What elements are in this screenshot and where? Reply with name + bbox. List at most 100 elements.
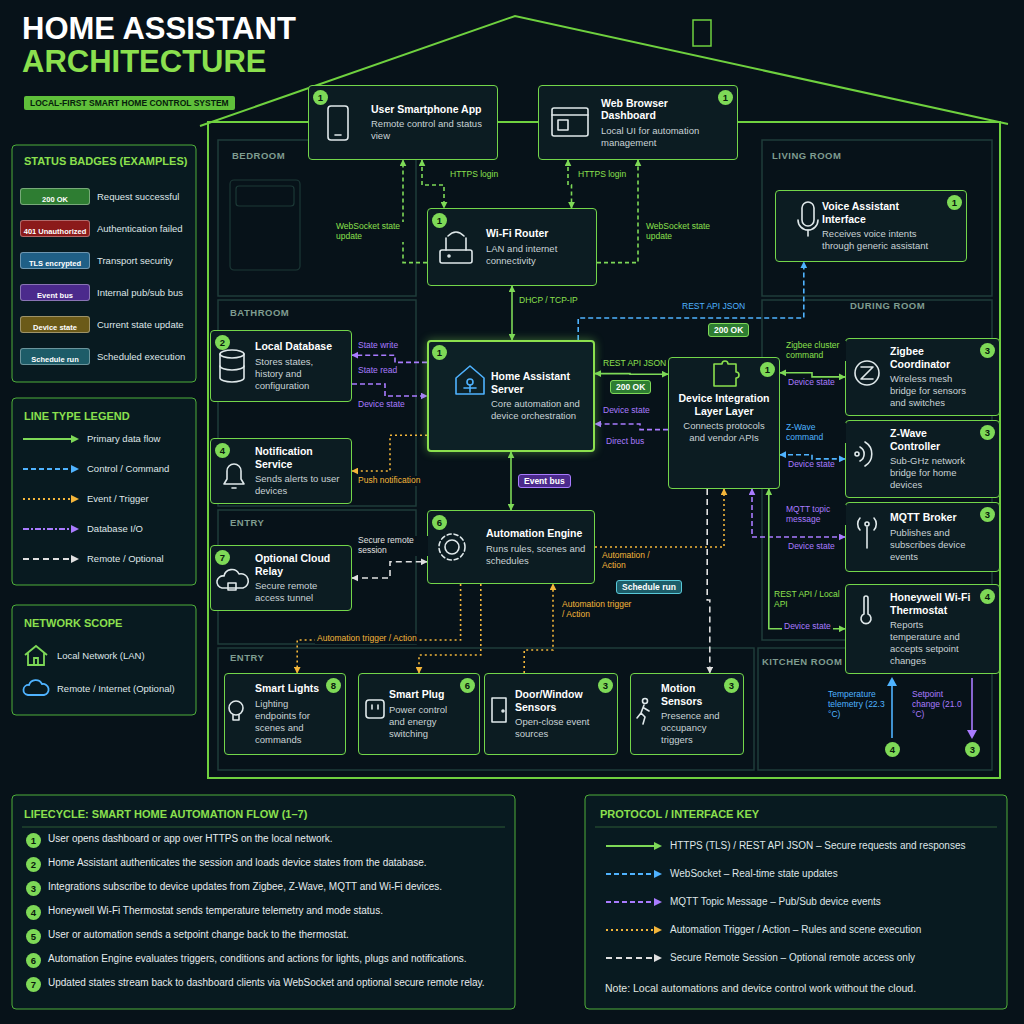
- legend-row: Secure Remote Session – Optional remote …: [605, 952, 915, 963]
- legend-line: [606, 901, 655, 903]
- legend-text: WebSocket – Real-time state updates: [670, 868, 838, 879]
- legend-text: HTTPS (TLS) / REST API JSON – Secure req…: [670, 840, 966, 851]
- callout-number: 3: [980, 507, 995, 522]
- legend-row: Event busInternal pub/sub bus: [20, 284, 183, 301]
- legend-row: Primary data flow: [22, 433, 160, 444]
- lifecycle-step: Honeywell Wi-Fi Thermostat sends tempera…: [48, 905, 506, 916]
- connector: [578, 262, 804, 340]
- device-icons-part: [874, 518, 876, 530]
- box-body: Stores states, history and configuration: [255, 356, 343, 392]
- badge-text: 200 OK: [42, 195, 68, 204]
- legend-arrowhead: [71, 525, 79, 533]
- callout-number: 7: [215, 550, 230, 565]
- panel-frames-part: [585, 795, 1007, 1009]
- footnote: Note: Local automations and device contr…: [605, 982, 997, 994]
- connector: [780, 373, 845, 377]
- connector-label: REST API / Local API: [772, 590, 842, 610]
- device-icons-part: [220, 354, 244, 382]
- box-title: Optional Cloud Relay: [255, 552, 343, 577]
- box-body: Open-close event sources: [515, 716, 595, 740]
- callout-number: 4: [215, 443, 230, 458]
- panel-heading: LINE TYPE LEGEND: [24, 410, 192, 422]
- connector-label: REST API JSON: [680, 302, 747, 312]
- badge-text: Schedule run: [31, 355, 79, 364]
- connector-label: Setpoint change (21.0 °C): [910, 690, 970, 719]
- legend-row: TLS encryptedTransport security: [20, 252, 173, 269]
- room-label: ENTRY: [230, 517, 264, 528]
- component-box: Notification ServiceSends alerts to user…: [210, 438, 352, 504]
- bed-sketch-part: [236, 186, 294, 206]
- legend-row: Remote / Optional: [22, 553, 164, 564]
- status-badge: 200 OK: [708, 323, 749, 337]
- status-badge-swatch: Schedule run: [20, 348, 90, 365]
- box-title: Local Database: [255, 340, 343, 353]
- legend-line: [23, 558, 72, 560]
- connector: [352, 355, 427, 362]
- connector-label: Device state: [786, 542, 837, 552]
- connector-label: WebSocket state update: [644, 222, 718, 242]
- legend-arrowhead: [654, 898, 662, 906]
- thermostat-leader-lines: [887, 677, 977, 739]
- legend-sample: [22, 434, 80, 444]
- legend-row: Schedule runScheduled execution: [20, 348, 185, 365]
- thermostat-leader-lines-part: [971, 678, 973, 732]
- legend-text: Current state update: [97, 319, 184, 330]
- device-icons-part: [465, 238, 467, 250]
- legend-arrowhead: [71, 465, 79, 473]
- legend-row: Local Network (LAN): [22, 643, 145, 667]
- callout-number: 3: [965, 742, 980, 757]
- device-icons-part: [232, 487, 236, 489]
- legend-text: Request successful: [97, 191, 179, 202]
- room-walls-part: [762, 140, 992, 296]
- connector: [524, 584, 553, 673]
- callout-number: 3: [980, 425, 995, 440]
- connector: [780, 455, 845, 459]
- legend-arrowhead: [654, 842, 662, 850]
- component-box: Z-Wave ControllerSub-GHz network bridge …: [845, 420, 1000, 498]
- legend-sample: [605, 897, 663, 907]
- device-icons-part: [328, 106, 348, 140]
- box-title: Home Assistant Server: [491, 370, 585, 395]
- legend-text: Control / Command: [87, 463, 169, 474]
- legend-row: Database I/O: [22, 523, 143, 534]
- thermostat-leader-lines-part: [887, 677, 897, 686]
- thermostat-leader-lines-part: [967, 730, 977, 739]
- legend-text: Authentication failed: [97, 223, 183, 234]
- legend-row: 200 OK Request successful: [20, 188, 179, 205]
- legend-text: Transport security: [97, 255, 173, 266]
- connector-label: Device state: [356, 400, 407, 410]
- callout-number: 6: [26, 953, 41, 968]
- box-body: Runs rules, scenes and schedules: [486, 543, 586, 567]
- device-icons-part: [855, 361, 879, 385]
- component-box: User Smartphone AppRemote control and st…: [308, 85, 498, 160]
- callout-number: 1: [947, 195, 962, 210]
- lan-house-icon: [25, 646, 47, 665]
- legend-text: Automation Trigger / Action – Rules and …: [670, 924, 921, 935]
- legend-arrowhead: [654, 954, 662, 962]
- connector-label: HTTPS login: [576, 170, 628, 180]
- callout-number: 1: [313, 90, 328, 105]
- diagram-title: HOME ASSISTANT ARCHITECTURE: [22, 12, 312, 79]
- device-icons-part: [440, 250, 472, 263]
- status-badge-swatch: 401 Unauthorized: [20, 220, 90, 237]
- device-icons: [217, 106, 879, 724]
- legend-row: MQTT Topic Message – Pub/Sub device even…: [605, 896, 881, 907]
- status-badge-swatch: 200 OK: [20, 188, 90, 205]
- connector-label: Zigbee cluster command: [784, 341, 846, 361]
- device-icons-part: [865, 522, 869, 526]
- component-box: MQTT BrokerPublishes and subscribes devi…: [845, 502, 1000, 572]
- callout-number: 1: [718, 90, 733, 105]
- legend-line: [606, 929, 655, 931]
- legend-text: Local Network (LAN): [57, 650, 145, 661]
- device-icons-part: [366, 700, 384, 718]
- device-icons-part: [502, 710, 504, 712]
- house-outline-part: [693, 20, 711, 46]
- box-title: Automation Engine: [486, 527, 586, 540]
- callout-number: 1: [26, 833, 41, 848]
- badge-text: 401 Unauthorized: [24, 227, 87, 236]
- legend-sample: [605, 953, 663, 963]
- legend-text: Event / Trigger: [87, 493, 149, 504]
- component-box: Home Assistant ServerCore automation and…: [427, 340, 595, 452]
